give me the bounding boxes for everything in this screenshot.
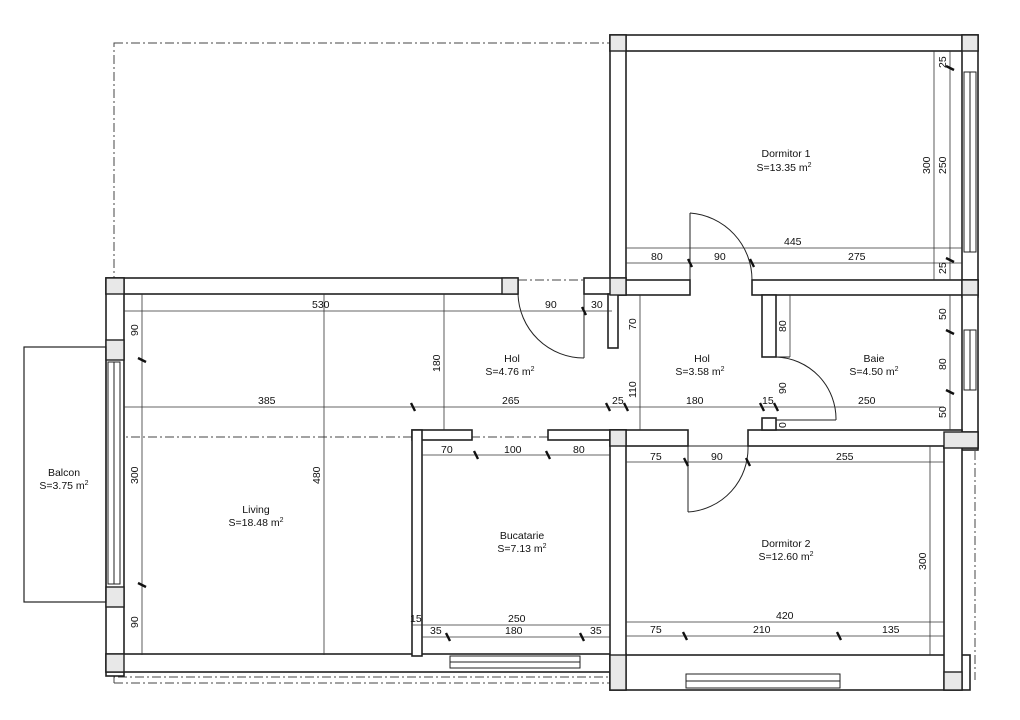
dim-v-80: 80 — [937, 358, 949, 370]
dim-75: 75 — [650, 451, 662, 463]
room-area: S=7.13 m2 — [497, 543, 546, 555]
dim-180: 180 — [505, 625, 523, 637]
dim-445: 445 — [784, 236, 802, 248]
room-dormitor-2: Dormitor 2 S=12.60 m2 — [759, 538, 814, 563]
room-area: S=13.35 m2 — [757, 162, 812, 174]
room-name: Hol — [694, 353, 710, 365]
dim-210: 210 — [753, 624, 771, 636]
dim-180: 180 — [686, 395, 704, 407]
room-labels: Dormitor 1 S=13.35 m2 Hol S=4.76 m2 Hol … — [39, 148, 898, 563]
dim-135: 135 — [882, 624, 900, 636]
dim-250: 250 — [858, 395, 876, 407]
room-area: S=3.75 m2 — [39, 480, 88, 492]
room-dormitor-1: Dormitor 1 S=13.35 m2 — [757, 148, 812, 174]
dim-35: 35 — [590, 625, 602, 637]
room-living: Living S=18.48 m2 — [229, 504, 284, 529]
room-name: Dormitor 1 — [761, 148, 810, 160]
dim-v-300: 300 — [917, 552, 929, 570]
dim-v-70: 70 — [627, 318, 639, 330]
dim-275: 275 — [848, 251, 866, 263]
room-area: S=12.60 m2 — [759, 551, 814, 563]
dim-265: 265 — [502, 395, 520, 407]
room-name: Living — [242, 504, 270, 516]
room-area: S=18.48 m2 — [229, 517, 284, 529]
dim-35: 35 — [430, 625, 442, 637]
dim-70: 70 — [441, 444, 453, 456]
dim-250: 250 — [508, 613, 526, 625]
dim-v-50: 50 — [937, 406, 949, 418]
dim-v-110: 110 — [627, 381, 639, 398]
dim-v-300: 300 — [921, 156, 933, 174]
dim-420: 420 — [776, 610, 794, 622]
dashed-outlines — [113, 42, 976, 684]
dim-v-25: 25 — [937, 262, 949, 274]
room-hol-2: Hol S=3.58 m2 — [675, 353, 724, 378]
room-name: Balcon — [48, 467, 80, 479]
dim-385: 385 — [258, 395, 276, 407]
dim-v-480: 480 — [311, 466, 323, 484]
dim-255: 255 — [836, 451, 854, 463]
dim-30: 30 — [591, 299, 603, 311]
room-name: Hol — [504, 353, 520, 365]
dim-25: 25 — [612, 395, 624, 407]
dim-90: 90 — [711, 451, 723, 463]
room-area: S=4.50 m2 — [849, 366, 898, 378]
dim-90: 90 — [714, 251, 726, 263]
dim-v-250: 250 — [937, 156, 949, 174]
walls — [105, 34, 979, 691]
dim-75: 75 — [650, 624, 662, 636]
room-area: S=3.58 m2 — [675, 366, 724, 378]
room-bucatarie: Bucatarie S=7.13 m2 — [497, 530, 546, 555]
dim-v-90: 90 — [129, 616, 141, 628]
dimension-labels: 445 80 90 275 530 90 30 385 265 25 180 1… — [129, 56, 949, 637]
room-baie: Baie S=4.50 m2 — [849, 353, 898, 378]
dimension-lines — [124, 51, 962, 655]
dim-80: 80 — [573, 444, 585, 456]
room-name: Bucatarie — [500, 530, 545, 542]
room-balcon: Balcon S=3.75 m2 — [39, 467, 88, 492]
dim-v-90: 90 — [129, 324, 141, 336]
room-name: Dormitor 2 — [761, 538, 810, 550]
doors — [517, 212, 837, 513]
dim-530: 530 — [312, 299, 330, 311]
dim-v-300: 300 — [129, 466, 141, 484]
dim-90: 90 — [545, 299, 557, 311]
dim-15: 15 — [410, 613, 422, 625]
dim-v-90: 90 — [777, 382, 789, 394]
dim-v-25: 25 — [937, 56, 949, 68]
room-hol-1: Hol S=4.76 m2 — [485, 353, 534, 378]
dim-v-50: 50 — [937, 308, 949, 320]
dim-v-180: 180 — [431, 354, 443, 372]
dim-15: 15 — [762, 395, 774, 407]
dim-100: 100 — [504, 444, 522, 456]
balcony-outline — [23, 346, 107, 603]
room-name: Baie — [863, 353, 884, 365]
room-area: S=4.76 m2 — [485, 366, 534, 378]
inner-lines — [123, 50, 962, 655]
dim-v-80: 80 — [777, 320, 789, 332]
dim-80: 80 — [651, 251, 663, 263]
dim-v-0: 0 — [777, 422, 789, 428]
columns — [105, 34, 979, 691]
windows — [107, 71, 977, 689]
